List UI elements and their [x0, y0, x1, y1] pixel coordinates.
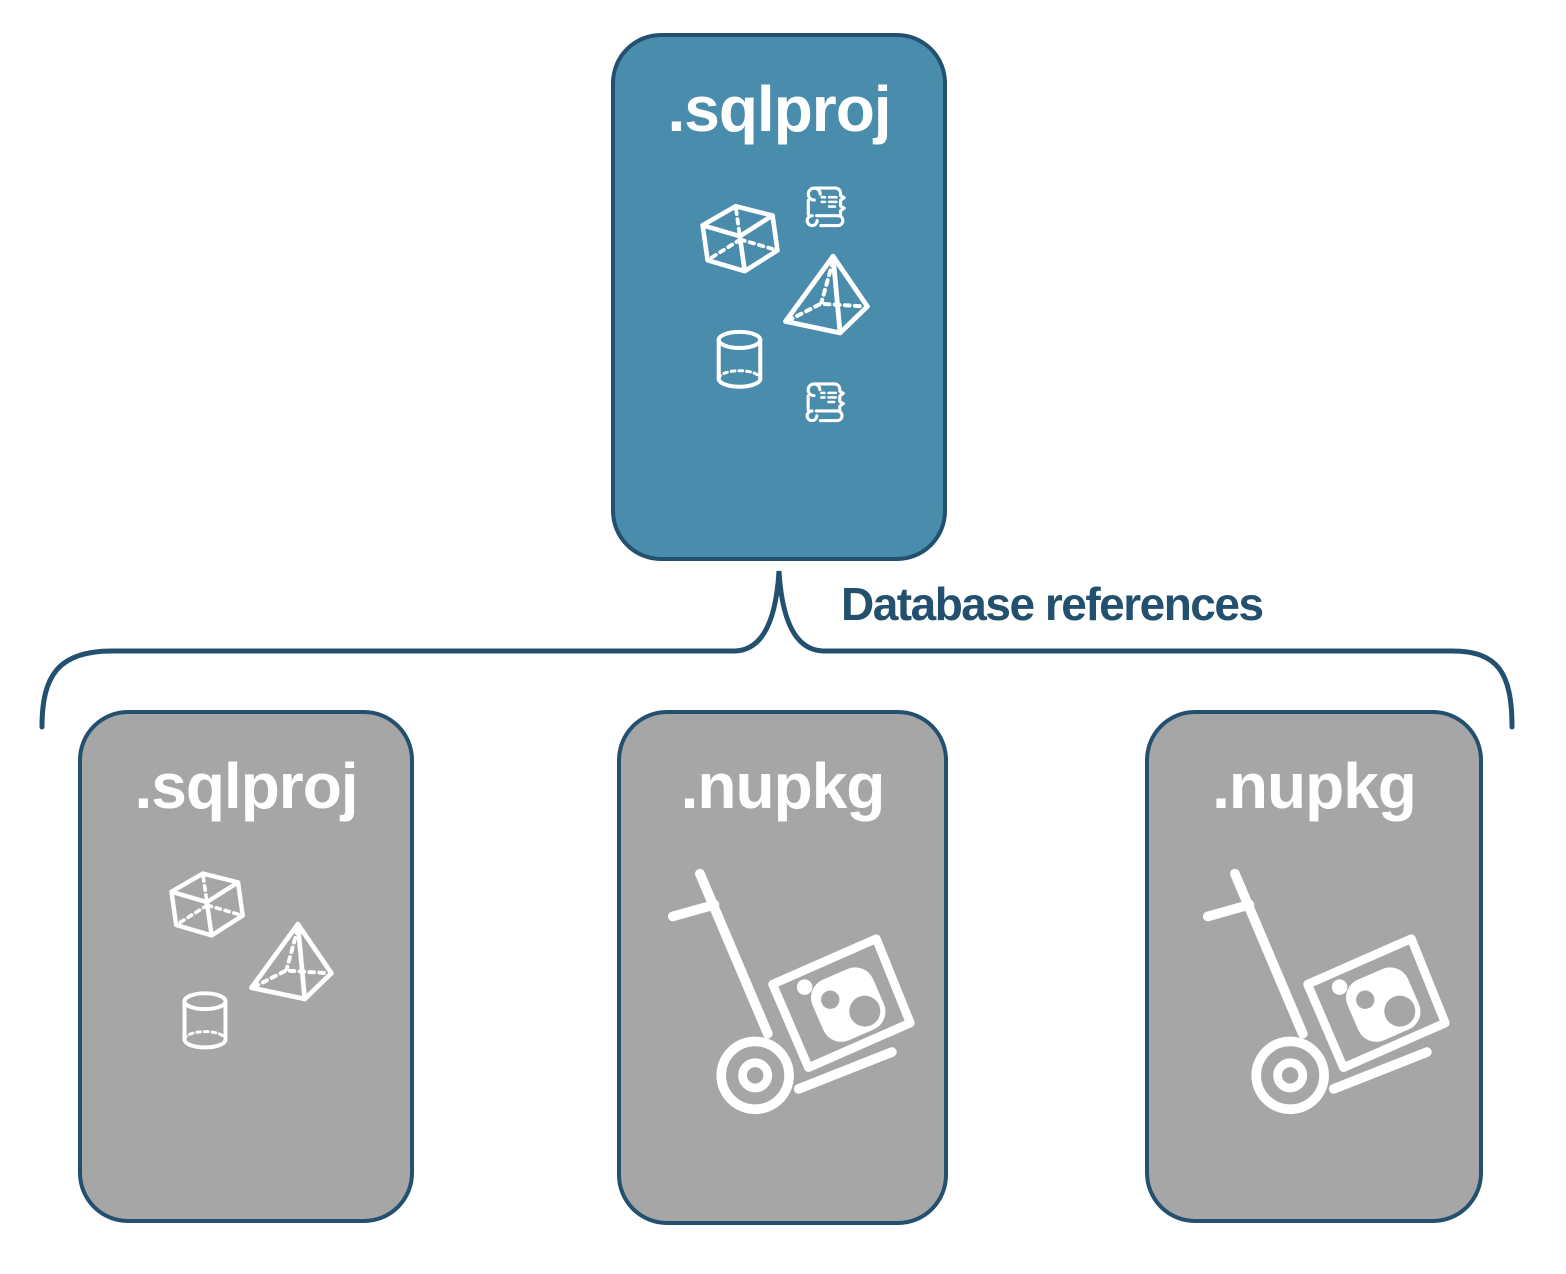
- child-box-title: .nupkg: [680, 750, 886, 822]
- pyramid-icon: [242, 919, 340, 1005]
- child-box-sqlproj: .sqlproj: [78, 710, 414, 1223]
- child-box-title: .nupkg: [1212, 750, 1417, 822]
- script-scroll-icon: [801, 179, 853, 231]
- pyramid-icon: [777, 251, 875, 339]
- script-scroll-icon: [801, 375, 852, 426]
- hand-truck-package-icon: [666, 862, 918, 1122]
- root-box-sqlproj: .sqlproj: [611, 33, 947, 561]
- cylinder-icon: [706, 323, 773, 401]
- root-box-title: .sqlproj: [667, 73, 891, 145]
- cube-icon: [693, 197, 788, 293]
- child-box-nupkg: .nupkg: [617, 710, 948, 1225]
- hand-truck-package-icon: [1201, 862, 1453, 1122]
- cylinder-icon: [172, 984, 238, 1062]
- child-box-title: .sqlproj: [134, 750, 358, 822]
- connector-label: Database references: [841, 578, 1264, 630]
- child-box-nupkg: .nupkg: [1145, 710, 1483, 1223]
- cube-icon: [163, 864, 254, 956]
